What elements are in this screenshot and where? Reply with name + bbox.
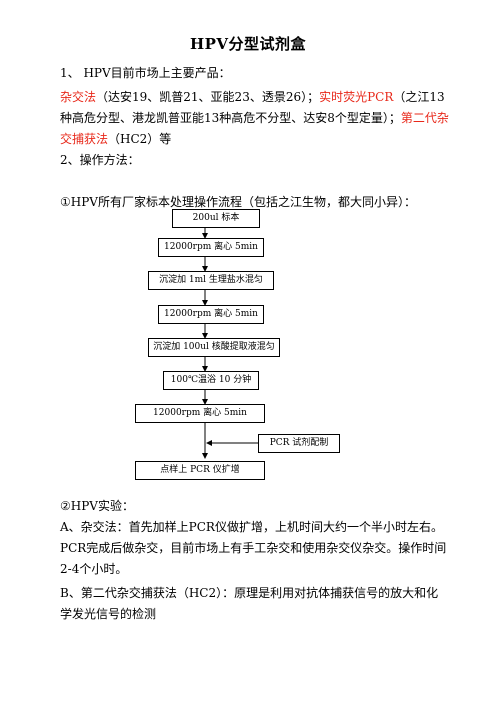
product-method-highlight: 第二代杂交捕获法 — [60, 111, 449, 146]
section2-heading: 2、操作方法： — [60, 153, 140, 167]
product-detail-text: （之江13种高危分型、港龙凯普亚能13种高危不分型、达安8个型定量）； — [60, 90, 445, 125]
product-detail-text: （HC2）等 — [108, 132, 172, 146]
flow-step-8: 点样上 PCR 仪扩增 — [135, 461, 265, 480]
section1-products: 杂交法（达安19、凯普21、亚能23、透景26）；实时荧光PCR（之江13种高危… — [60, 87, 450, 150]
product-method-highlight: 实时荧光PCR — [319, 90, 394, 104]
paragraph-B: B、第二代杂交捕获法（HC2）：原理是利用对抗体捕获信号的放大和化学发光信号的检… — [60, 586, 439, 621]
paragraph-A: A、杂交法：首先加样上PCR仪做扩增，上机时间大约一个半小时左右。PCR完成后做… — [60, 520, 447, 576]
section2-sub2: ②HPV实验： — [60, 499, 134, 513]
flow-step-3: 沉淀加 1ml 生理盐水混匀 — [148, 271, 274, 290]
flow-step-1: 200ul 标本 — [172, 209, 260, 228]
flow-step-6: 100℃温浴 10 分钟 — [163, 371, 259, 390]
flow-side-step: PCR 试剂配制 — [258, 434, 340, 453]
product-detail-text: （达安19、凯普21、亚能23、透景26）； — [96, 90, 320, 104]
flow-step-2: 12000rpm 离心 5min — [158, 238, 264, 257]
document-title: HPV分型试剂盒 — [189, 35, 307, 53]
section1-heading: 1、 HPV目前市场上主要产品： — [60, 66, 231, 80]
product-method-highlight: 杂交法 — [60, 90, 97, 104]
section2-sub1: ①HPV所有厂家标本处理操作流程（包括之江生物，都大同小异）： — [60, 195, 416, 209]
flow-step-5: 沉淀加 100ul 核酸提取液混匀 — [148, 338, 280, 357]
flow-step-7: 12000rpm 离心 5min — [135, 404, 265, 423]
flow-step-4: 12000rpm 离心 5min — [158, 305, 264, 324]
